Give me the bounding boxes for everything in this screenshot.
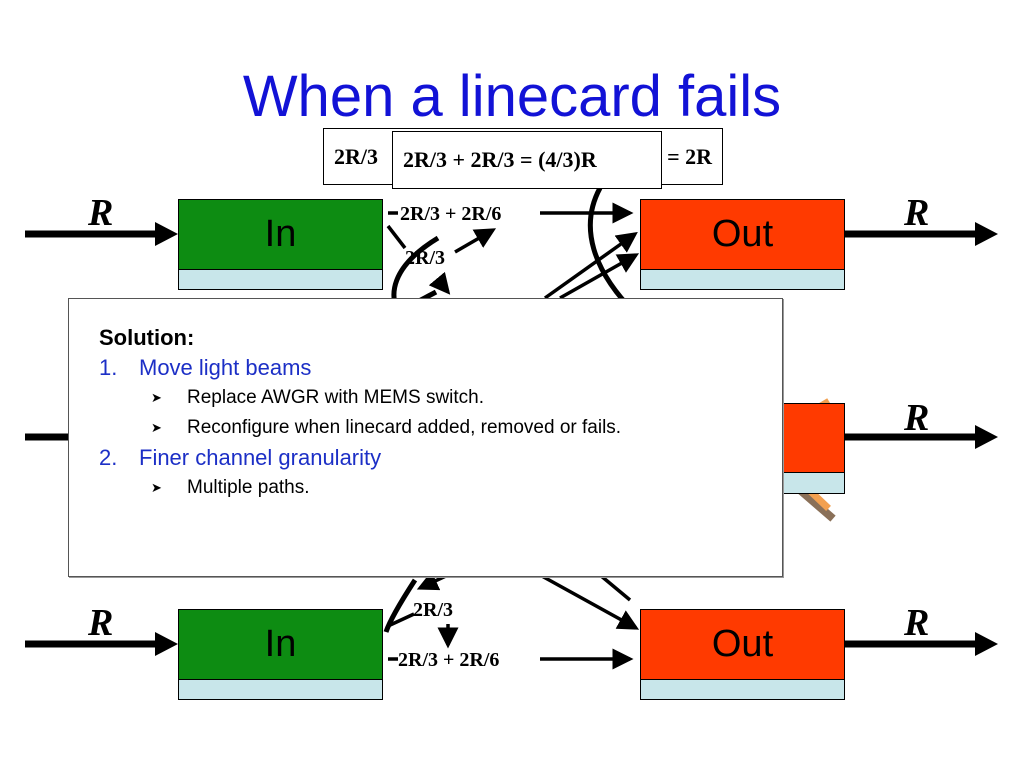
linecard-label: In [178,199,383,269]
rate-label-left-bottom: R [88,602,114,644]
slide-title: When a linecard fails [242,64,782,129]
solution-subitem-text: Replace AWGR with MEMS switch. [187,387,485,408]
flow-arrows [386,202,640,670]
in-linecard-top: In [178,199,383,290]
solution-subitem-text: Reconfigure when linecard added, removed… [187,417,622,438]
in-linecard-bottom: In [178,609,383,700]
external-link-arrows [25,222,998,656]
rate-label-right-top: R [904,192,930,234]
out-linecard-middle [781,403,845,495]
out-linecard-top: Out [640,199,845,290]
solution-item-label: Finer channel granularity [139,445,382,470]
linecard-label: In [178,609,383,679]
rate-label-right-bottom: R [904,602,930,644]
arrow-bullet-icon: ➤ [151,390,162,405]
linecard-label: Out [640,609,845,679]
equation-front: 2R/3 + 2R/3 = (4/3)R [403,147,597,172]
solution-box: Solution: 1. Move light beams ➤ Replace … [68,298,783,577]
flow-label-bottom-sum: 2R/3 + 2R/6 [398,649,500,671]
solution-item-2: 2. Finer channel granularity [99,443,762,473]
solution-subitem: ➤ Multiple paths. [99,473,762,503]
solution-subitem: ➤ Replace AWGR with MEMS switch. [99,383,762,413]
rate-label-left-top: R [88,192,114,234]
flow-label-top-mid: 2R/3 [405,247,445,269]
linecard-label: Out [640,199,845,269]
flow-label-bottom-mid: 2R/3 [413,599,453,621]
equation-back-right: = 2R [667,144,712,169]
solution-item-1: 1. Move light beams [99,353,762,383]
solution-item-number: 2. [99,445,118,470]
solution-heading: Solution: [99,325,195,350]
arrow-bullet-icon: ➤ [151,420,162,435]
flow-label-top-sum: 2R/3 + 2R/6 [400,203,502,225]
solution-item-number: 1. [99,355,118,380]
out-linecard-bottom: Out [640,609,845,700]
arrow-bullet-icon: ➤ [151,480,162,495]
solution-subitem: ➤ Reconfigure when linecard added, remov… [99,413,762,443]
equation-back-left: 2R/3 [334,144,378,169]
equation-box-front: 2R/3 + 2R/3 = (4/3)R [392,131,662,189]
solution-item-label: Move light beams [139,355,312,380]
rate-label-right-middle: R [904,397,930,439]
solution-subitem-text: Multiple paths. [187,477,310,498]
